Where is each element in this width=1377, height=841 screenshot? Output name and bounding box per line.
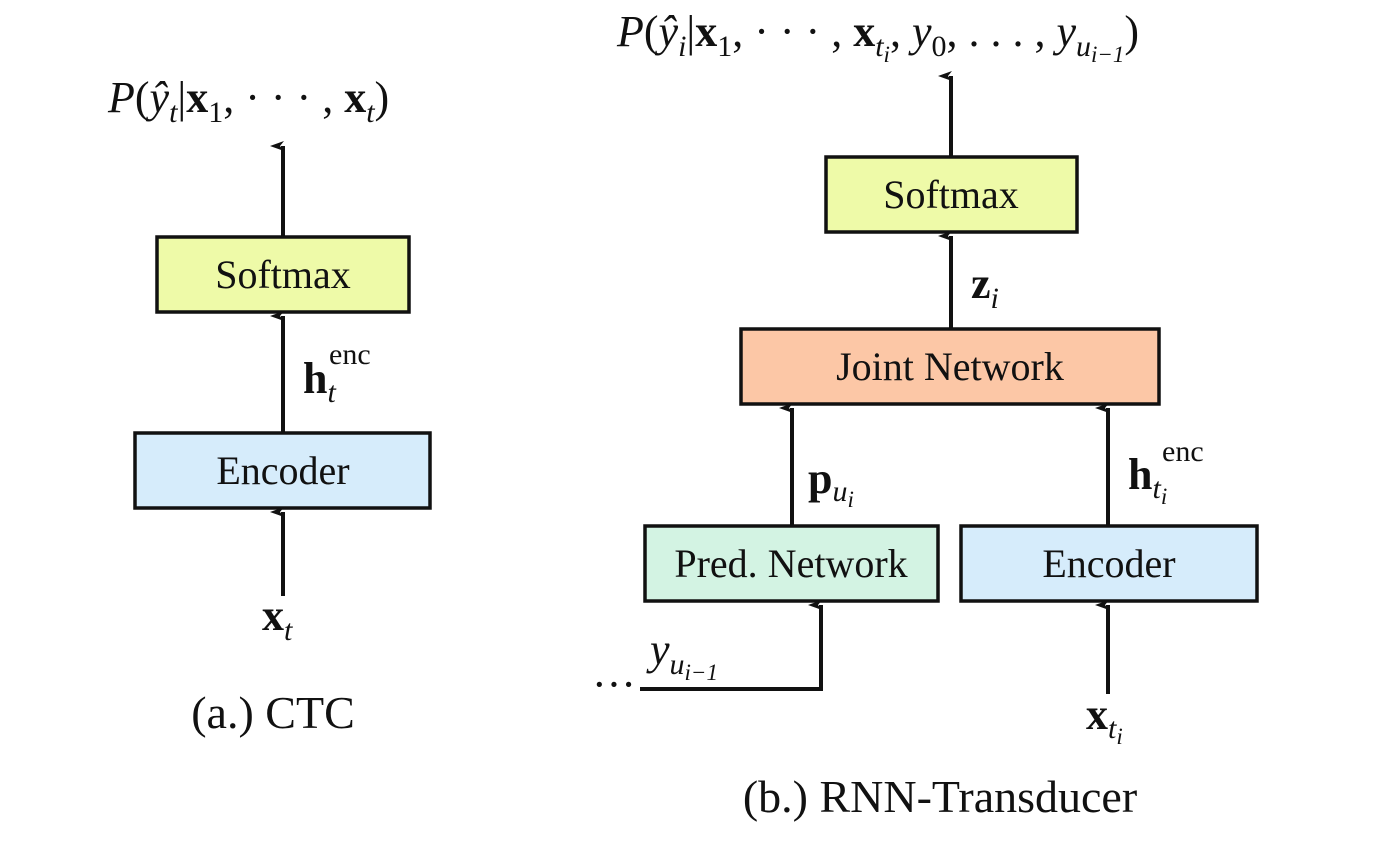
ctc-caption: (a.) CTC <box>191 687 355 738</box>
rnnt-prediction-network-label: Pred. Network <box>674 541 907 586</box>
rnnt-input-label: xti <box>1086 690 1123 749</box>
ctc-encoder-label: Encoder <box>216 448 349 493</box>
rnnt-feedback-dots: ··· <box>592 660 636 709</box>
rnnt-feedback-arrow <box>640 600 823 691</box>
rnnt-pred-output-label: pui <box>808 454 854 512</box>
rnnt-output-probability: P(ŷi|x1, · · · , xti, y0, . . . , yui−1) <box>616 7 1139 67</box>
rnnt-caption: (b.) RNN-Transducer <box>743 771 1137 822</box>
rnnt-joint-output-label: zi <box>971 259 999 315</box>
ctc-output-probability: P(ŷt|x1, · · · , xt) <box>107 73 389 129</box>
rnnt-diagram: P(ŷi|x1, · · · , xti, y0, . . . , yui−1)… <box>592 7 1259 822</box>
rnnt-joint-network-box <box>739 327 1161 406</box>
ctc-hidden-state-sup: enc <box>329 338 371 371</box>
rnnt-hidden-state-sup: enc <box>1162 435 1204 468</box>
rnnt-feedback-label: yui−1 <box>646 625 718 685</box>
rnnt-joint-network-label: Joint Network <box>836 344 1064 389</box>
ctc-diagram: P(ŷt|x1, · · · , xt) Softmax ht enc Enco… <box>107 73 432 738</box>
rnnt-softmax-label: Softmax <box>883 172 1019 217</box>
ctc-input-label: xt <box>262 591 293 647</box>
rnnt-encoder-label: Encoder <box>1042 541 1175 586</box>
ctc-hidden-state-label: ht <box>303 354 336 409</box>
rnnt-prediction-network-box <box>643 524 940 603</box>
rnnt-encoder-box <box>959 524 1259 603</box>
rnnt-hidden-state-label: hti <box>1128 450 1167 509</box>
ctc-softmax-label: Softmax <box>215 252 351 297</box>
